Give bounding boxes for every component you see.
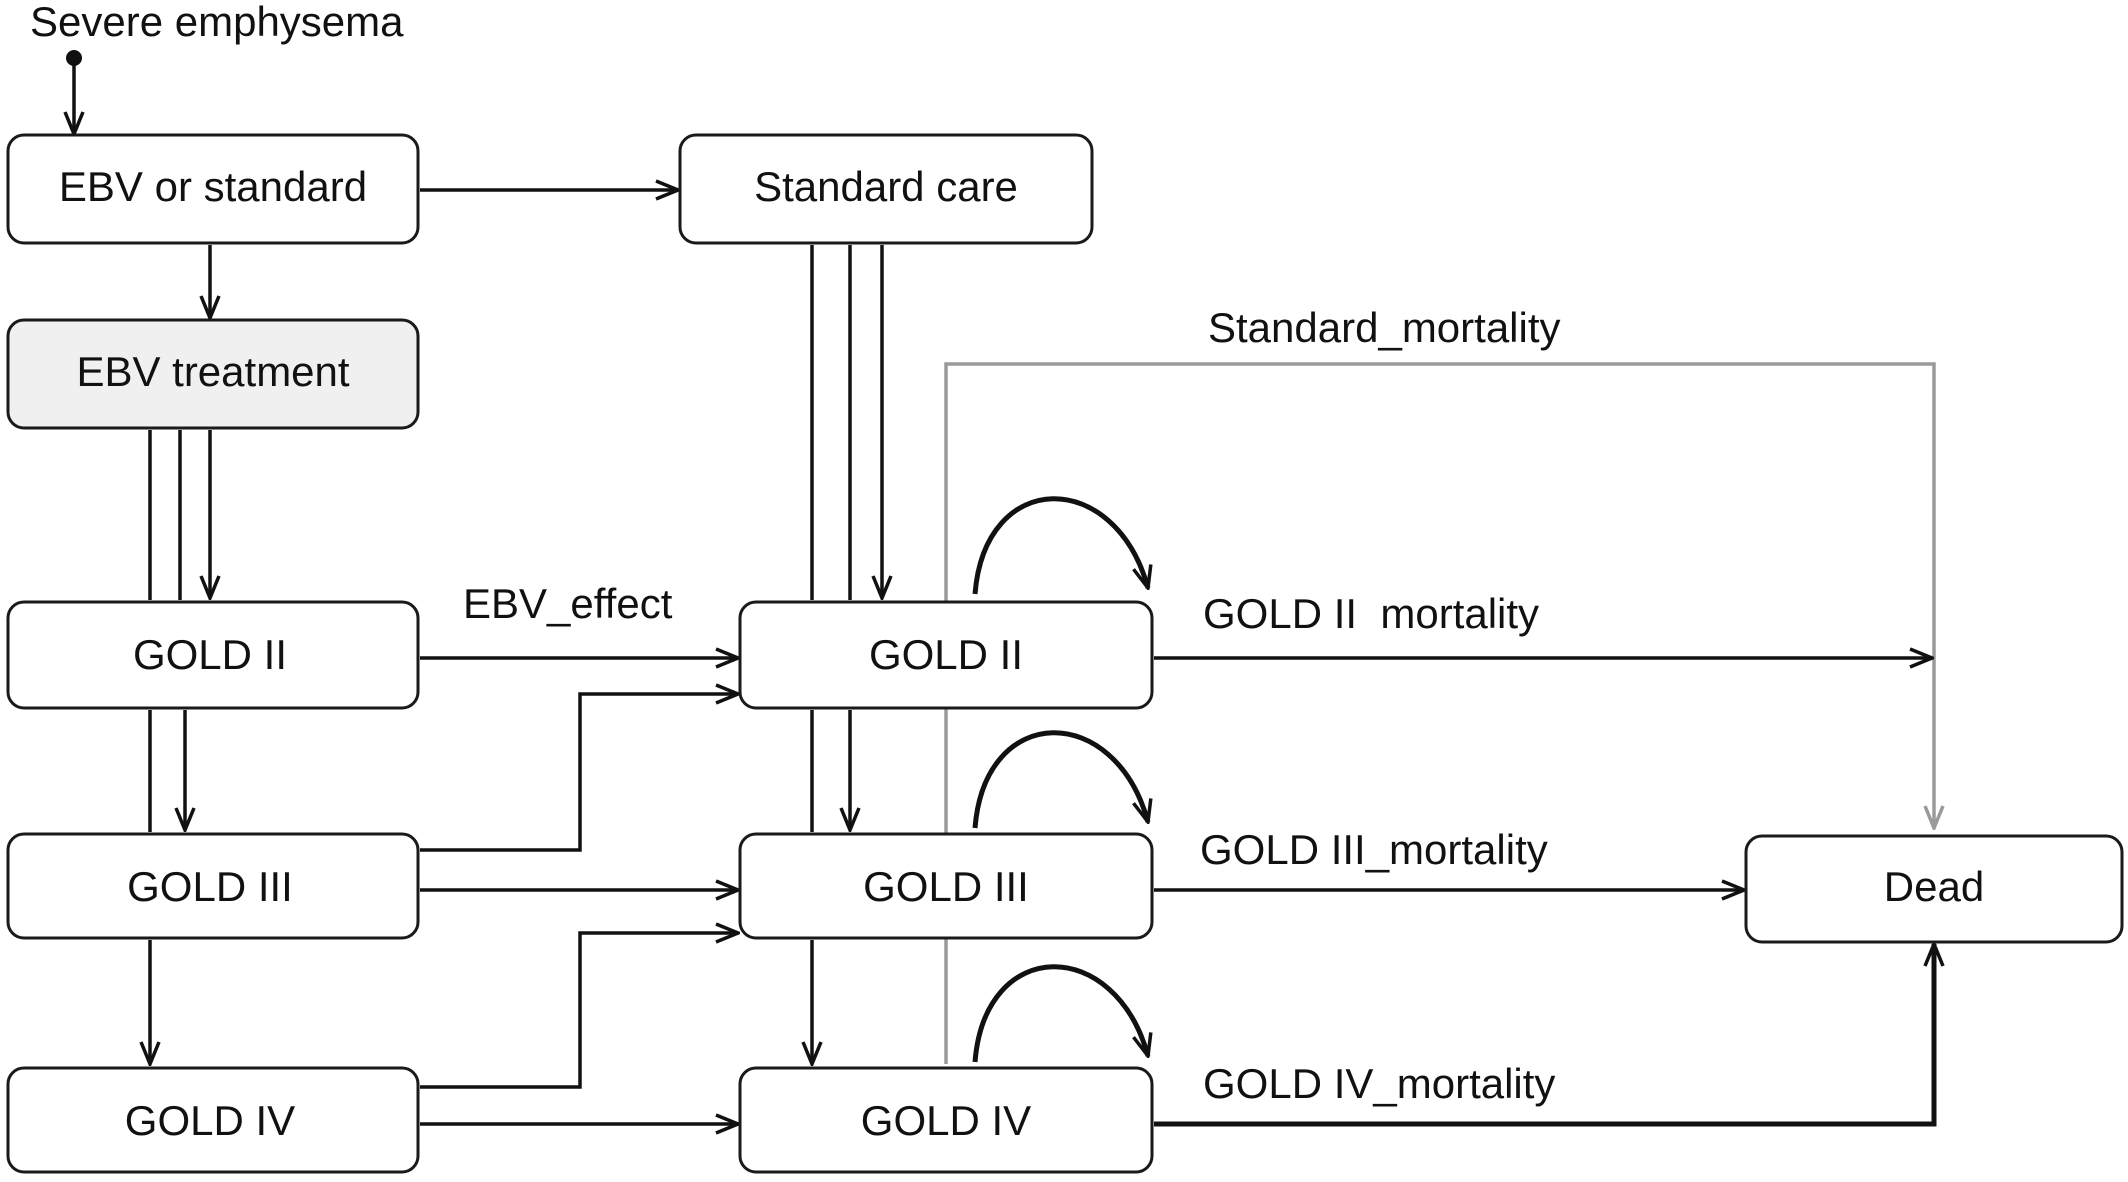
gold3-mortality-label: GOLD III_mortality	[1200, 826, 1548, 873]
box-std-gold2: GOLD II	[738, 600, 1154, 710]
standard-mortality-arrow	[944, 362, 1934, 1064]
box-ebv-gold4: GOLD IV	[6, 1066, 420, 1174]
ebv-gold4-to-std-gold3-arrow	[420, 933, 738, 1089]
gold4-mortality-arrow	[1154, 944, 1934, 1127]
box-std-gold3: GOLD III	[738, 832, 1154, 940]
box-label: Dead	[1884, 863, 1984, 910]
box-label: GOLD II	[133, 631, 287, 678]
box-label: GOLD II	[869, 631, 1023, 678]
box-label: Standard care	[754, 163, 1018, 210]
box-label: GOLD III	[863, 863, 1029, 910]
box-label: EBV treatment	[76, 348, 349, 395]
box-ebv-gold3: GOLD III	[6, 832, 420, 940]
box-ebv-or-standard: EBV or standard	[6, 133, 420, 245]
box-label: GOLD IV	[861, 1097, 1031, 1144]
start-label: Severe emphysema	[30, 0, 404, 45]
box-standard-care: Standard care	[678, 133, 1094, 245]
gold4-mortality-label: GOLD IV_mortality	[1203, 1060, 1555, 1107]
box-dead: Dead	[1744, 834, 2124, 944]
standard-mortality-label: Standard_mortality	[1208, 304, 1561, 351]
box-ebv-gold2: GOLD II	[6, 600, 420, 710]
std-gold4-self-loop	[972, 964, 1148, 1063]
ebv-gold3-to-std-gold2-arrow	[420, 694, 738, 852]
std-gold2-self-loop	[972, 496, 1148, 595]
std-gold3-self-loop	[972, 730, 1148, 829]
box-ebv-treatment: EBV treatment	[6, 318, 420, 430]
ebv-effect-label: EBV_effect	[463, 580, 673, 627]
box-std-gold4: GOLD IV	[738, 1066, 1154, 1174]
box-label: GOLD III	[127, 863, 293, 910]
gold2-mortality-label: GOLD II mortality	[1203, 590, 1539, 637]
box-label: EBV or standard	[59, 163, 367, 210]
box-label: GOLD IV	[125, 1097, 295, 1144]
